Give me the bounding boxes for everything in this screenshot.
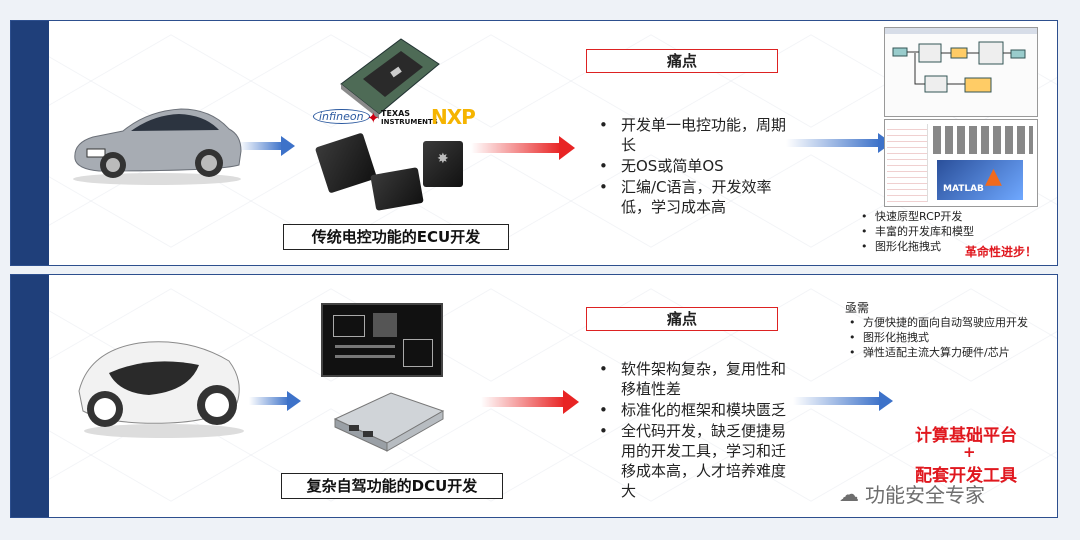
simulink-screenshot [884, 27, 1038, 117]
pain-item: 标准化的框架和模块匮乏 [599, 400, 799, 420]
mcu-chip-2 [370, 167, 424, 211]
pain-item: 开发单一电控功能，周期长 [599, 115, 796, 155]
pain-item: 全代码开发，缺乏便捷易用的开发工具，学习和迁移成本高，人才培养难度大 [599, 421, 799, 501]
matlab-logo-image: MATLAB ▲ [937, 160, 1023, 200]
result-plus: + [963, 443, 976, 461]
ti-logo-line1: TEXAS [381, 109, 411, 118]
dcu-caption: 复杂自驾功能的DCU开发 [281, 473, 503, 499]
pain-item: 软件架构复杂，复用性和移植性差 [599, 359, 799, 399]
concept-car-image [78, 341, 244, 438]
dcu-panel: 复杂自驾功能的DCU开发 痛点 软件架构复杂，复用性和移植性差 标准化的框架和模… [10, 274, 1058, 518]
pain-title-dcu: 痛点 [586, 307, 778, 331]
arrow-car-to-chips [239, 136, 295, 156]
needs-title: 亟需 [845, 301, 870, 315]
library-block-grid [933, 126, 1033, 154]
pain-item: 汇编/C语言，开发效率低，学习成本高 [599, 177, 796, 217]
pain-list-dcu: 软件架构复杂，复用性和移植性差 标准化的框架和模块匮乏 全代码开发，缺乏便捷易用… [599, 359, 799, 502]
revolution-label: 革命性进步！ [965, 245, 1038, 259]
ecu-board-image [340, 38, 440, 119]
arrow-car-to-hardware [249, 391, 301, 411]
arrow-painpoints-to-solution [793, 391, 893, 411]
mcu-chip-3 [423, 141, 463, 187]
infineon-logo: infineon [313, 109, 370, 124]
panel-sidebar [11, 21, 49, 265]
library-tree-panel [887, 124, 928, 202]
mcu-chip-1 [314, 132, 378, 194]
pain-list-ecu: 开发单一电控功能，周期长 无OS或简单OS 汇编/C语言，开发效率低，学习成本高 [599, 115, 796, 218]
ti-emblem-icon: ✦ [367, 109, 380, 127]
benefit-list: 快速原型RCP开发 丰富的开发库和模型 图形化拖拽式 [857, 209, 974, 254]
watermark-text: 功能安全专家 [865, 483, 985, 507]
pain-item: 无OS或简单OS [599, 156, 796, 176]
panel-sidebar [11, 275, 49, 517]
benefit-item: 快速原型RCP开发 [861, 209, 974, 224]
sedan-car-image [73, 108, 242, 185]
needs-item: 方便快捷的面向自动驾驶应用开发 [849, 315, 1028, 330]
benefit-item: 图形化拖拽式 [861, 239, 974, 254]
nxp-logo: NXP [431, 105, 476, 129]
wechat-icon: ☁ [839, 481, 859, 506]
matlab-logo-text: MATLAB [943, 184, 984, 194]
ecu-panel: infineon ✦ TEXAS INSTRUMENTS NXP ✸ 传统电控功… [10, 20, 1058, 266]
ecu-caption: 传统电控功能的ECU开发 [283, 224, 509, 250]
needs-list: 方便快捷的面向自动驾驶应用开发 图形化拖拽式 弹性适配主流大算力硬件/芯片 [845, 315, 1028, 360]
result-line1: 计算基础平台 [915, 426, 1017, 446]
dcu-enclosure-image [333, 392, 445, 452]
arrow-painpoints-to-tools [786, 133, 892, 153]
freescale-mark-icon: ✸ [437, 151, 449, 167]
pain-title-ecu: 痛点 [586, 49, 778, 73]
watermark: ☁ 功能安全专家 [839, 479, 985, 508]
arrow-chips-to-painpoints [471, 136, 575, 160]
result-line2: 配套开发工具 [915, 466, 1017, 486]
dcu-pcb-image [321, 303, 443, 377]
matlab-membrane-icon: ▲ [985, 164, 1002, 189]
needs-item: 图形化拖拽式 [849, 330, 1028, 345]
ti-logo-line2: INSTRUMENTS [381, 118, 438, 126]
block-diagram-graphic [892, 41, 1026, 93]
arrow-hardware-to-painpoints [481, 390, 579, 414]
matlab-library-screenshot: MATLAB ▲ [884, 119, 1038, 207]
needs-item: 弹性适配主流大算力硬件/芯片 [849, 345, 1028, 360]
benefit-item: 丰富的开发库和模型 [861, 224, 974, 239]
